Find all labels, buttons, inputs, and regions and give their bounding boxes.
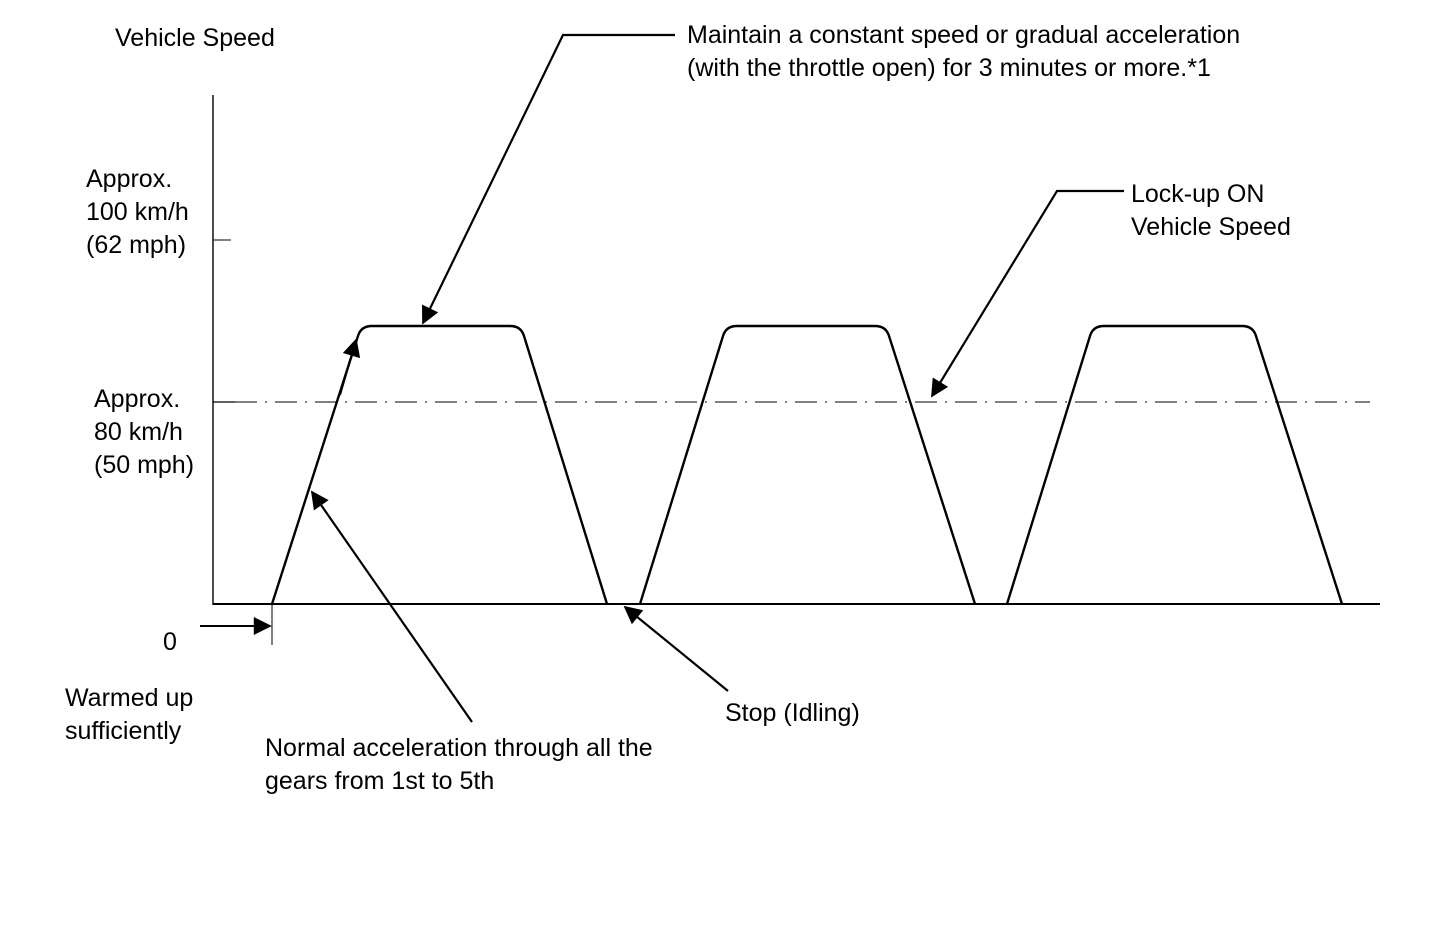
normal-accel-leader-arrow [310, 490, 473, 723]
lockup-leader-arrow [931, 189, 1124, 398]
speed-profile-line [270, 324, 1344, 605]
warmed-up-label: Warmed up sufficiently [65, 682, 193, 748]
normal-acceleration-note: Normal acceleration through all the gear… [265, 732, 653, 798]
y-tick-100-line-1: Approx. [86, 165, 173, 193]
zero-label: 0 [163, 628, 177, 656]
y-tick-80-line-1: Approx. [94, 385, 181, 413]
maintain-line-2: (with the throttle open) for 3 minutes o… [687, 54, 1211, 82]
y-tick-80-line-2: 80 km/h [94, 418, 183, 446]
y-tick-label-100kmh: Approx. 100 km/h (62 mph) [86, 163, 189, 262]
normal-accel-line-2: gears from 1st to 5th [265, 767, 495, 795]
rise-arrow [339, 338, 361, 396]
lockup-line-1: Lock-up ON [1131, 180, 1265, 208]
y-tick-80-line-3: (50 mph) [94, 451, 195, 479]
normal-accel-line-1: Normal acceleration through all the [265, 734, 653, 762]
maintain-speed-note: Maintain a constant speed or gradual acc… [687, 19, 1240, 85]
y-tick-100-line-2: 100 km/h [86, 198, 189, 226]
y-tick-100-line-3: (62 mph) [86, 231, 187, 259]
maintain-line-1: Maintain a constant speed or gradual acc… [687, 21, 1241, 49]
maintain-leader-arrow [421, 33, 675, 325]
stop-leader-arrow [623, 605, 729, 692]
warmed-line-1: Warmed up [65, 684, 194, 712]
y-axis-title: Vehicle Speed [115, 24, 275, 52]
y-tick-label-80kmh: Approx. 80 km/h (50 mph) [94, 383, 194, 482]
lockup-line-2: Vehicle Speed [1131, 213, 1291, 241]
stop-idling-note: Stop (Idling) [725, 699, 860, 727]
lockup-note: Lock-up ON Vehicle Speed [1131, 178, 1291, 244]
warmed-line-2: sufficiently [65, 717, 182, 745]
